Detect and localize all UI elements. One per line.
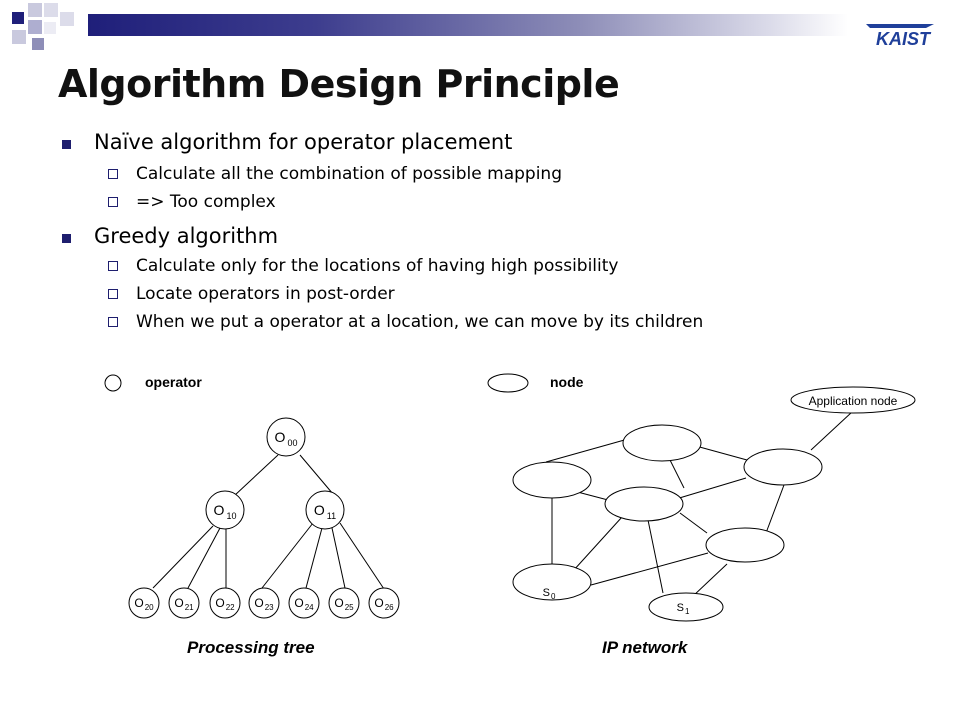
tree-node-label: O23 (254, 596, 274, 612)
network-node-s0 (512, 563, 592, 601)
network-edge (545, 438, 629, 463)
tree-node (248, 587, 280, 619)
legend-operator-shape (104, 374, 122, 392)
slide-header-decoration (0, 0, 960, 60)
header-gradient-bar (88, 14, 848, 36)
kaist-logo: KAIST (866, 24, 934, 48)
tree-node (305, 490, 345, 530)
network-node-s0-label: S0 (543, 587, 556, 601)
bullet-marker (62, 140, 71, 149)
network-node-s1 (648, 592, 724, 622)
sub-bullet-marker (108, 289, 118, 299)
tree-edge (339, 522, 385, 590)
decor-square (44, 3, 58, 17)
tree-edge (152, 525, 214, 589)
tree-edge (261, 522, 314, 589)
tree-node (288, 587, 320, 619)
tree-edge (305, 527, 323, 589)
decor-square (12, 12, 24, 24)
legend-operator-label: operator (145, 374, 202, 390)
tree-node (328, 587, 360, 619)
bullet-text: Greedy algorithm (94, 224, 279, 248)
network-edge (647, 519, 664, 594)
tree-node (128, 587, 160, 619)
network-edge (765, 484, 785, 534)
network-edge (675, 477, 747, 500)
decor-square (32, 38, 44, 50)
sub-bullet-marker (108, 197, 118, 207)
tree-node (205, 490, 245, 530)
network-node (705, 527, 785, 563)
network-node (604, 486, 684, 522)
sub-bullet-text: When we put a operator at a location, we… (136, 312, 704, 332)
network-node-s1-label: S1 (677, 602, 690, 616)
network-edge (691, 563, 728, 598)
network-edge (590, 552, 709, 586)
logo-text: KAIST (876, 29, 932, 48)
decor-square (12, 30, 26, 44)
tree-node-label: O20 (134, 596, 154, 612)
tree-edge (187, 527, 221, 589)
tree-node (168, 587, 200, 619)
network-node (622, 424, 702, 462)
tree-node (368, 587, 400, 619)
page-title: Algorithm Design Principle (58, 62, 620, 106)
network-edge (679, 512, 708, 534)
bullet-text: Naïve algorithm for operator placement (94, 130, 513, 154)
tree-caption: Processing tree (187, 638, 315, 657)
sub-bullet-text: Calculate only for the locations of havi… (136, 256, 619, 276)
network-edge (810, 411, 853, 451)
tree-node-label: O24 (294, 596, 314, 612)
network-node (743, 448, 823, 486)
sub-bullet-marker (108, 169, 118, 179)
legend-node-shape (487, 373, 529, 393)
tree-node-label: O22 (215, 596, 235, 612)
decor-square (44, 22, 56, 34)
tree-edge (233, 454, 279, 497)
tree-node-label: O21 (174, 596, 194, 612)
application-node-label: Application node (809, 394, 898, 408)
sub-bullet-text: Locate operators in post-order (136, 284, 395, 304)
sub-bullet-marker (108, 261, 118, 271)
tree-node-label: O26 (374, 596, 394, 612)
network-node (512, 461, 592, 499)
tree-node (209, 587, 241, 619)
decor-square (60, 12, 74, 26)
tree-node (266, 417, 306, 457)
network-edge (572, 516, 623, 572)
decor-square (28, 20, 42, 34)
sub-bullet-text: Calculate all the combination of possibl… (136, 164, 562, 184)
bullet-marker (62, 234, 71, 243)
tree-node-label: O25 (334, 596, 354, 612)
legend-node-label: node (550, 374, 584, 390)
tree-edge (299, 454, 334, 495)
sub-bullet-marker (108, 317, 118, 327)
decor-square (28, 3, 42, 17)
sub-bullet-text: => Too complex (136, 192, 276, 212)
tree-edge (331, 527, 346, 589)
application-node (790, 386, 916, 414)
network-caption: IP network (602, 638, 688, 657)
